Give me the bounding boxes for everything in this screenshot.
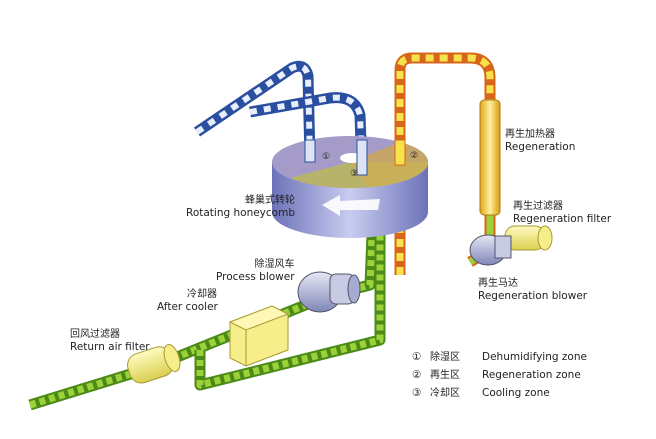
pipe-stubs: [304, 139, 406, 176]
after-cooler-label: 冷却器 After cooler: [157, 288, 218, 314]
regen-filter-label: 再生过滤器 Regeneration filter: [513, 200, 611, 226]
regen-blower-label-zh: 再生马达: [478, 278, 518, 289]
regen-blower-label: 再生马达 Regeneration blower: [478, 277, 587, 303]
legend-zh: 除湿区: [430, 352, 460, 363]
heater-label-en: Regeneration: [505, 141, 576, 153]
legend-item-3: ③ 冷却区 Cooling zone: [412, 384, 550, 399]
zone-marker-3: ③: [350, 169, 359, 179]
process-blower-label: 除湿风车 Process blower: [216, 258, 295, 284]
legend-num: ①: [412, 351, 422, 363]
regeneration-blower: [469, 234, 512, 266]
honeycomb-label-zh: 蜂巢式转轮: [245, 195, 295, 206]
process-blower-label-zh: 除湿风车: [254, 259, 295, 270]
return-air-filter: [127, 344, 181, 384]
legend-zh: 冷却区: [430, 388, 460, 399]
return-filter-label: 回风过滤器 Return air filter: [70, 328, 150, 354]
regen-filter-label-zh: 再生过滤器: [513, 201, 563, 212]
rotation-arrow-icon: [322, 195, 380, 216]
honeycomb-label: 蜂巢式转轮 Rotating honeycomb: [186, 194, 295, 220]
legend-num: ③: [412, 387, 422, 399]
zone-marker-2: ②: [410, 151, 419, 161]
honeycomb-label-en: Rotating honeycomb: [186, 207, 295, 219]
regeneration-filter: [504, 225, 553, 251]
legend-num: ②: [412, 369, 422, 381]
regeneration-heater: [479, 99, 501, 216]
heater-label-zh: 再生加热器: [505, 129, 555, 140]
return-filter-label-zh: 回风过滤器: [70, 329, 120, 340]
heater-label: 再生加热器 Regeneration: [505, 128, 575, 154]
after-cooler-label-zh: 冷却器: [187, 289, 217, 300]
process-blower: [297, 271, 361, 313]
regen-blower-label-en: Regeneration blower: [478, 290, 588, 302]
legend-zh: 再生区: [430, 370, 460, 381]
return-filter-label-en: Return air filter: [70, 341, 150, 353]
legend-en: Cooling zone: [482, 387, 550, 399]
after-cooler: [228, 305, 290, 367]
regen-filter-label-en: Regeneration filter: [513, 213, 612, 225]
legend-item-1: ① 除湿区 Dehumidifying zone: [412, 348, 587, 363]
process-blower-label-en: Process blower: [216, 271, 295, 283]
legend-item-2: ② 再生区 Regeneration zone: [412, 366, 581, 381]
legend-en: Dehumidifying zone: [482, 351, 587, 363]
zone-marker-1: ①: [322, 152, 331, 162]
legend-en: Regeneration zone: [482, 369, 581, 381]
process-air-pipes: [28, 234, 386, 411]
dehumidified-air-pipes: [193, 60, 368, 171]
after-cooler-label-en: After cooler: [157, 301, 218, 313]
